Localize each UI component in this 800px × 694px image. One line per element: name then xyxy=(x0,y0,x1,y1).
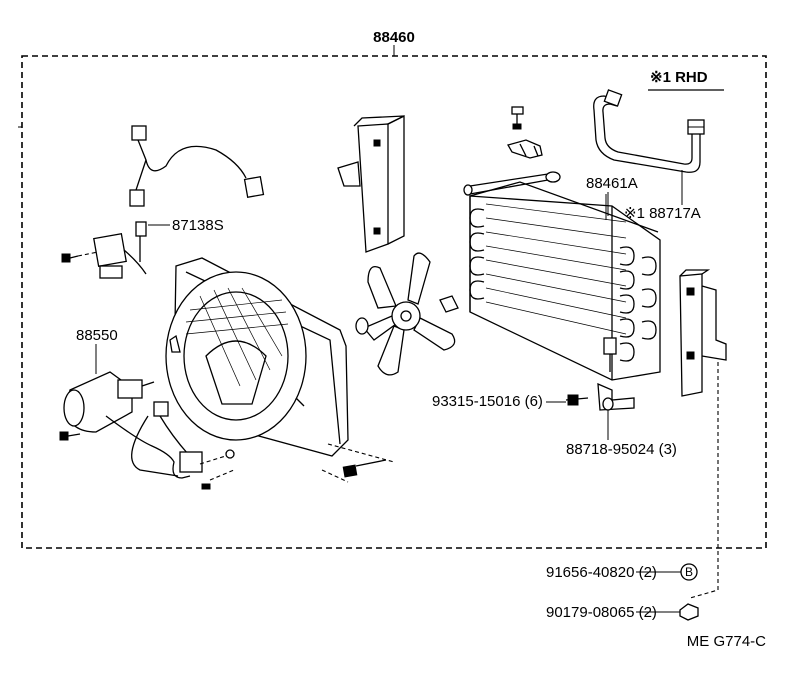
label-bracket: 88718-95024 (3) xyxy=(566,441,677,458)
rhd-label: ※1 RHD xyxy=(650,69,708,86)
assembly-boundary xyxy=(18,45,767,549)
refrigerant-pipe-icon xyxy=(593,89,705,205)
fan-blade-icon xyxy=(355,252,459,376)
footer-code: ME G774-C xyxy=(687,633,766,650)
leader-lines xyxy=(546,362,719,613)
label-motor: 88550 xyxy=(76,327,118,344)
long-bolt-icon xyxy=(321,443,395,483)
hose-fitting-icon xyxy=(507,139,543,159)
small-bolt-icon xyxy=(511,106,524,130)
label-pipe: ※1 88717A xyxy=(624,205,701,222)
assembly-part-number: 88460 xyxy=(373,29,415,46)
mounting-bracket-right-icon xyxy=(679,269,727,397)
clamp-bracket-icon xyxy=(597,382,635,440)
label-bolt: 91656-40820 (2) xyxy=(546,564,657,581)
label-screw: 93315-15016 (6) xyxy=(432,393,543,410)
b-marker: B xyxy=(680,563,698,581)
screw-icon xyxy=(565,394,589,406)
label-nut: 90179-08065 (2) xyxy=(546,604,657,621)
label-connector: 87138S xyxy=(172,217,224,234)
mounting-bracket-center-icon xyxy=(337,114,405,253)
fan-shroud-icon xyxy=(165,257,349,457)
b-marker-label: B xyxy=(685,565,693,579)
label-condenser: 88461A xyxy=(586,175,638,192)
wiring-harness-icon xyxy=(61,125,265,279)
nut-icon xyxy=(679,603,699,621)
motor-bolt-icon xyxy=(59,431,81,441)
rhd-note: ※1 RHD xyxy=(648,69,724,91)
fan-motor-icon xyxy=(63,344,235,490)
condenser-icon xyxy=(463,171,661,381)
